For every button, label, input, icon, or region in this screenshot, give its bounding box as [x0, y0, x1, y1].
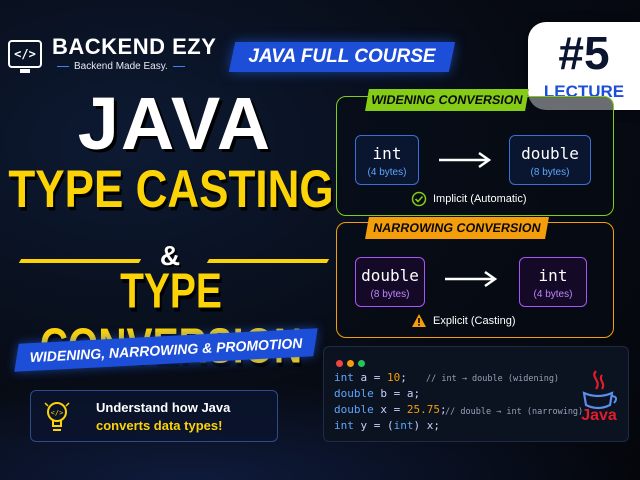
- check-circle-icon: [411, 191, 427, 207]
- narrowing-from-type: double: [361, 266, 419, 285]
- widening-note: Implicit (Automatic): [411, 191, 527, 207]
- code-card: int a = 10; // int → double (widening) d…: [323, 346, 629, 442]
- code-line-1: int a = 10;: [334, 371, 407, 384]
- widening-label: WIDENING CONVERSION: [365, 89, 529, 111]
- brand-tagline: Backend Made Easy.: [52, 61, 216, 72]
- warning-icon: [412, 314, 426, 327]
- narrowing-panel: NARROWING CONVERSION double (8 bytes) in…: [336, 217, 614, 338]
- narrowing-to-size: (4 bytes): [533, 289, 573, 300]
- lecture-number: #5: [558, 27, 610, 79]
- brand-name: BACKEND EZY: [52, 34, 217, 59]
- title-java: JAVA: [77, 82, 273, 165]
- widening-panel: WIDENING CONVERSION int (4 bytes) double…: [336, 89, 614, 216]
- code-comment-1: // int → double (widening): [426, 374, 560, 384]
- narrowing-label: NARROWING CONVERSION: [365, 217, 549, 239]
- widening-from-type: int: [372, 144, 402, 163]
- title-type-casting: TYPE CASTING: [8, 160, 334, 219]
- callout-line1: Understand how Java: [96, 400, 231, 415]
- widening-to-box: double (8 bytes): [509, 135, 591, 185]
- java-logo-text: Java: [581, 407, 617, 424]
- narrowing-note: Explicit (Casting): [411, 313, 516, 328]
- lightbulb-icon: </>: [44, 402, 70, 431]
- java-logo-icon: [582, 370, 618, 410]
- callout-box: </> Understand how Java converts data ty…: [30, 390, 278, 442]
- narrowing-to-box: int (4 bytes): [519, 257, 587, 307]
- arrow-right-icon: [439, 151, 492, 169]
- arrow-right-icon: [445, 270, 498, 288]
- code-comment-2: // double → int (narrowing): [445, 407, 584, 417]
- title-ampersand: &: [159, 240, 181, 271]
- code-line-4: int y = (int) x;: [334, 419, 440, 432]
- code-line-3: double x = 25.75;: [334, 403, 447, 416]
- narrowing-from-box: double (8 bytes): [355, 257, 425, 307]
- widening-to-size: (8 bytes): [530, 167, 570, 178]
- narrowing-to-type: int: [538, 266, 568, 285]
- code-line-2: double b = a;: [334, 387, 421, 400]
- svg-text:</>: </>: [51, 409, 64, 417]
- widening-from-size: (4 bytes): [367, 167, 407, 178]
- narrowing-from-size: (8 bytes): [370, 289, 410, 300]
- code-monitor-icon: </>: [8, 40, 42, 73]
- widening-from-box: int (4 bytes): [355, 135, 419, 185]
- callout-line2: converts data types!: [96, 418, 223, 433]
- widening-to-type: double: [521, 144, 579, 163]
- brand: </> BACKEND EZY Backend Made Easy.: [8, 34, 217, 73]
- course-banner: JAVA FULL COURSE: [248, 46, 436, 67]
- window-dots: [336, 354, 369, 372]
